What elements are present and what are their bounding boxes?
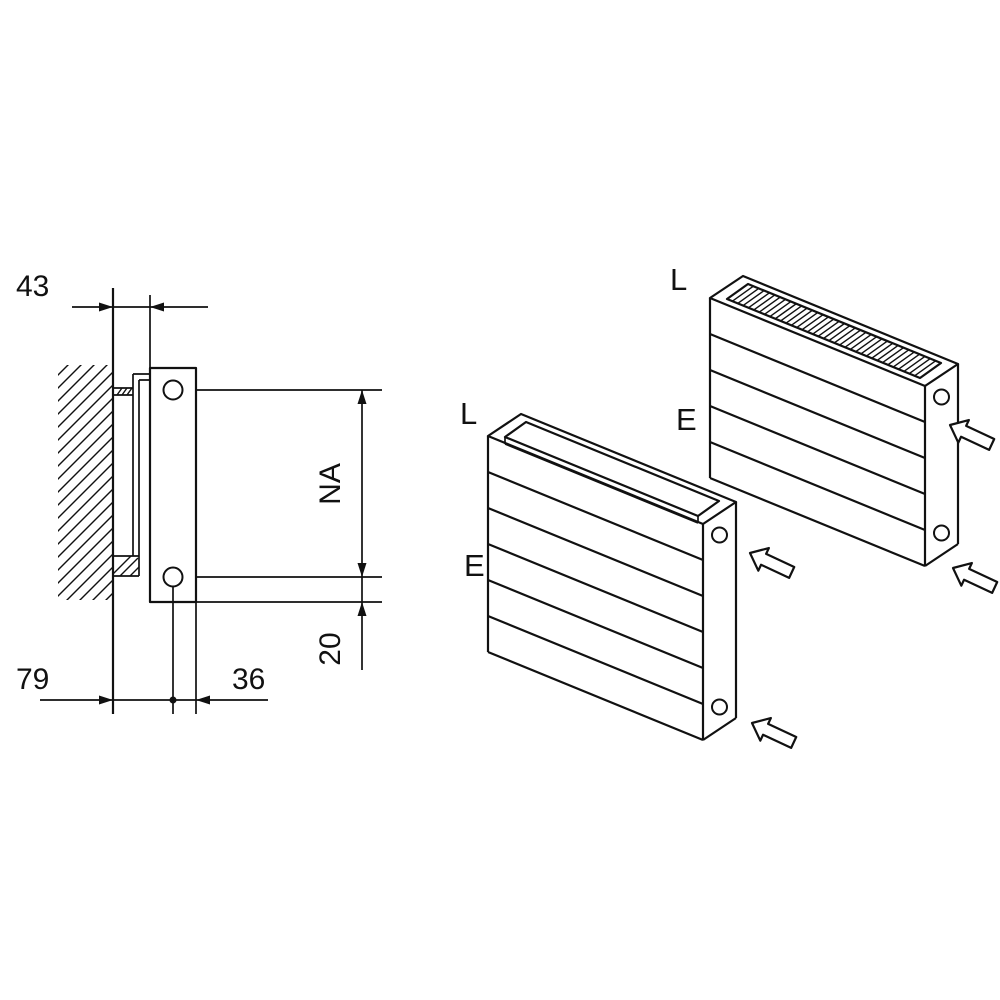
radiator-section-body (148, 366, 198, 604)
dim-wall-to-centre-label: 79 (16, 663, 49, 696)
iso-radiator-front: L E (460, 396, 798, 749)
front-slat-lines (487, 470, 704, 706)
top-face (486, 412, 738, 526)
bracket-strip (132, 373, 150, 556)
flow-arrow-top-icon (948, 418, 996, 451)
arrowhead-up-icon (357, 390, 367, 404)
iso-radiator-rear: L E (670, 262, 999, 594)
extension-lines (172, 587, 197, 714)
top-tapping-section (162, 379, 184, 401)
arrowhead-up-icon (357, 602, 367, 616)
reference-lines (196, 389, 382, 603)
screw-hatch (116, 387, 133, 396)
wall (58, 288, 115, 714)
arrowhead-right-icon (99, 302, 113, 312)
wall-hatch (58, 365, 113, 600)
section-view: 43 NA 20 79 36 (16, 270, 382, 714)
dimension-chain-bottom: 79 36 (16, 587, 268, 714)
dim-height-label: NA (314, 463, 347, 505)
label-top-connection: L (670, 262, 687, 297)
flow-arrow-top-icon (748, 546, 796, 579)
dimension-depth: 43 (16, 270, 208, 368)
end-face-outline (702, 502, 738, 741)
mounting-bracket (112, 373, 150, 577)
pipe-centre-dot (169, 696, 177, 704)
top-tapping (933, 388, 950, 406)
grille-frame (725, 282, 943, 380)
dim-centre-to-front-label: 36 (232, 663, 265, 696)
dim-bottom-label: 20 (314, 632, 347, 665)
dimension-height: NA (314, 390, 367, 670)
label-side-connection: E (464, 548, 485, 583)
fixing-hatch (112, 555, 140, 577)
radiator-section (148, 366, 198, 604)
slot-inner-depth (504, 437, 699, 524)
arrowhead-left-icon (196, 695, 210, 705)
label-side-connection: E (676, 402, 697, 437)
flow-arrow-bottom-icon (951, 561, 999, 594)
dimension-bottom: 20 (314, 602, 367, 666)
arrowhead-down-icon (357, 563, 367, 577)
top-grille (726, 283, 942, 379)
top-slot-opening (503, 420, 721, 518)
front-slat-lines (709, 332, 926, 532)
label-top-connection: L (460, 396, 477, 431)
top-tapping (711, 526, 728, 544)
arrowhead-right-icon (99, 695, 113, 705)
end-face-outline (924, 364, 960, 567)
bottom-tapping-section (162, 566, 184, 588)
front-face-outline (708, 298, 927, 568)
flow-arrow-bottom-icon (750, 716, 798, 749)
arrowhead-left-icon (150, 302, 164, 312)
bottom-tapping (933, 524, 950, 542)
lower-fixing-block (113, 555, 140, 577)
wall-screw (113, 387, 133, 396)
dim-depth-label: 43 (16, 270, 49, 303)
bottom-tapping (711, 698, 728, 716)
